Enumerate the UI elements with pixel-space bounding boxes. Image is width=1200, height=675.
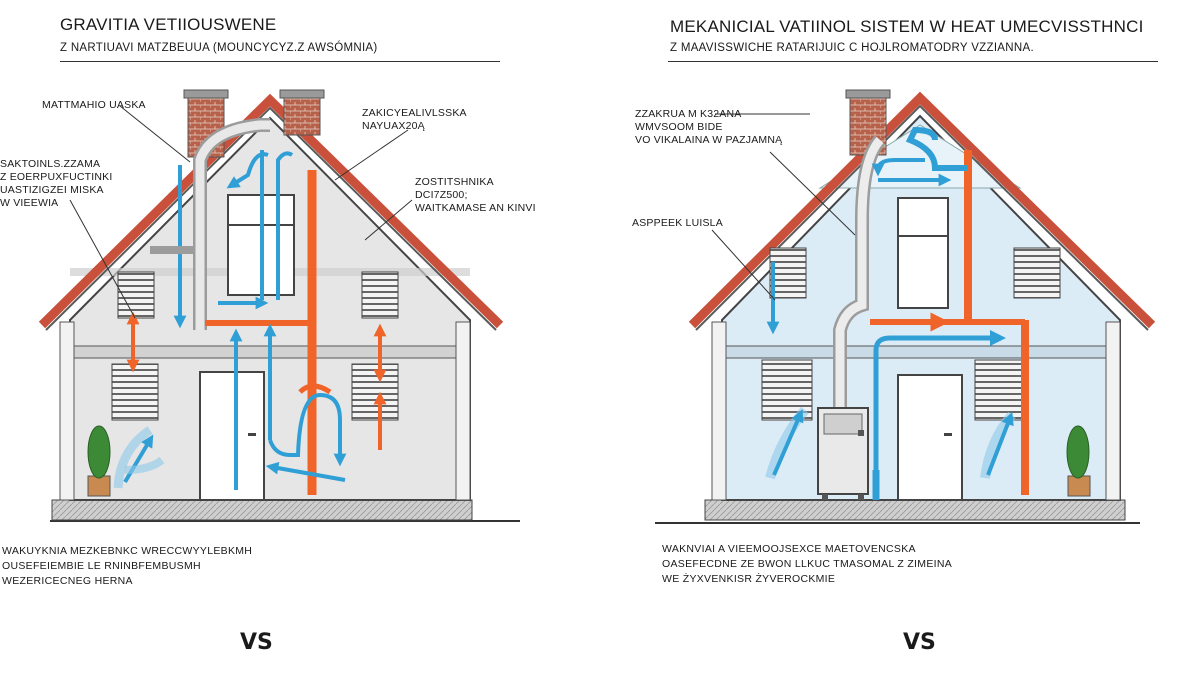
left-column-right <box>455 321 471 501</box>
left-foundation <box>51 499 473 521</box>
left-label-intake: SAKTOINLS.ZZAMA Z EOERPUXFUCTINKI UASTIZ… <box>0 158 113 209</box>
right-attic-window <box>897 197 949 309</box>
left-chimney-2 <box>283 94 321 136</box>
right-title: MEKANICIAL VATIINOL SISTEM W HEAT UMECVI… <box>670 17 1144 36</box>
left-description: WAKUYKNIA MEZKEBNKC WRECCWYYLEBKMH OUSEF… <box>2 545 253 587</box>
right-roof <box>688 91 1156 329</box>
right-door <box>897 374 963 501</box>
right-blue-supply-duct <box>873 329 1007 470</box>
left-label-roof-vent: MATTMAHIO UASKA <box>42 99 146 111</box>
right-label-intake: ASPPEEK LUISLA <box>632 217 723 229</box>
left-title: GRAVITIA VETIIOUSWENE <box>60 15 277 34</box>
left-louver-upper-left <box>117 271 155 319</box>
right-subtitle: Z MAAVISSWICHE RATARIJUIC C HOJLROMATODR… <box>670 42 1034 54</box>
left-louver-lower-right <box>351 363 399 421</box>
right-louver-upper-right <box>1013 247 1061 299</box>
left-blue-arrow-5 <box>123 434 154 484</box>
left-blue-arrow-4 <box>265 461 346 482</box>
right-column-right <box>1105 321 1121 501</box>
left-subtitle: Z NARTIUAVI MATZBEUUA (MOUNCYCYZ.Z AWSÓM… <box>60 42 378 54</box>
right-louver-upper-left <box>769 247 807 299</box>
right-floor-slab <box>721 345 1121 359</box>
left-plant-pot <box>87 475 111 497</box>
left-label-chimney: ZAKICYEALIVLSSKA NAYUAX20Ą <box>362 107 467 132</box>
left-column-left <box>59 321 75 501</box>
left-louver-upper-right <box>361 271 399 319</box>
right-title-divider <box>668 61 1158 62</box>
left-title-divider <box>60 61 500 62</box>
right-vs: VS <box>903 630 936 655</box>
right-house <box>655 89 1156 524</box>
right-label-roof-vent: ZZAKRUA M K32ANA WMVSOOM BIDE VO VIKALAI… <box>635 108 783 146</box>
right-column-left <box>711 321 727 501</box>
left-house <box>38 89 520 522</box>
right-description: WAKNVIAI A VIEEMOOJSEXCE MAETOVENCSKA OA… <box>662 543 953 585</box>
right-foundation <box>704 499 1126 521</box>
left-louver-lower-left <box>111 363 159 421</box>
left-label-exhaust: ZOSTITSHNIKA DCI7Z500; WAITKAMASE AN KIN… <box>415 176 536 214</box>
right-blue-arrow-left <box>772 409 804 476</box>
left-vs: VS <box>240 630 273 655</box>
right-blue-arrow-right <box>986 412 1014 476</box>
right-louver-lower-right <box>974 359 1026 421</box>
left-ground-line <box>50 520 520 522</box>
left-roof <box>38 93 504 329</box>
right-ground-line <box>655 522 1140 524</box>
right-plant-pot <box>1067 475 1091 497</box>
left-plant <box>87 425 111 479</box>
right-plant <box>1066 425 1090 479</box>
